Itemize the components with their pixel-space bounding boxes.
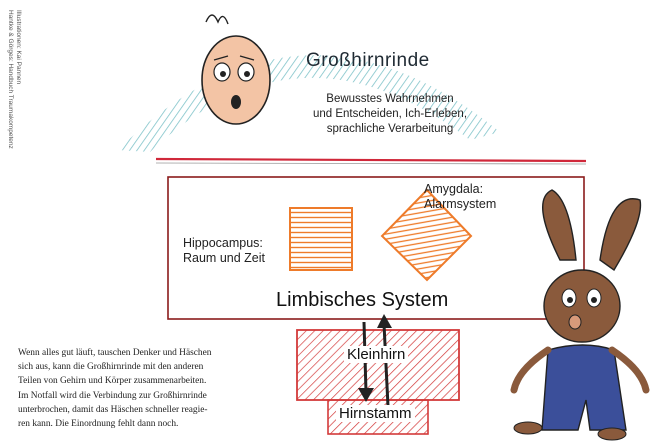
divider-gray bbox=[155, 162, 587, 165]
caption-line: Teilen von Gehirn und Körper zusammenarb… bbox=[18, 376, 207, 387]
caption-line: unterbrochen, damit das Häschen schnelle… bbox=[18, 404, 208, 415]
amygdala-label-line: Alarmsystem bbox=[424, 197, 497, 211]
cortex-desc-line: und Entscheiden, Ich-Erleben, bbox=[312, 108, 468, 120]
cortex-desc-line: sprachliche Verarbeitung bbox=[326, 123, 454, 135]
hippocampus-label: Hippocampus: Raum und Zeit bbox=[183, 236, 265, 266]
amygdala-label: Amygdala: Alarmsystem bbox=[424, 182, 496, 212]
hippocampus-label-line: Hippocampus: bbox=[183, 236, 263, 250]
caption-line: Im Notfall wird die Verbindung zur Großh… bbox=[18, 390, 207, 401]
caption-line: Wenn alles gut läuft, tauschen Denker un… bbox=[18, 348, 212, 358]
bunny-icon bbox=[510, 189, 650, 441]
kleinhirn-label: Kleinhirn bbox=[344, 346, 409, 363]
arrow-up-head bbox=[377, 314, 392, 328]
hippocampus-label-line: Raum und Zeit bbox=[183, 251, 265, 265]
credits: Hantke & Görges: Handbuch Traumakompeten… bbox=[4, 10, 32, 160]
amygdala-diamond bbox=[380, 188, 473, 282]
cortex-description: Bewusstes Wahrnehmen und Entscheiden, Ic… bbox=[300, 92, 480, 137]
credit-book: Hantke & Görges: Handbuch Traumakompeten… bbox=[7, 10, 14, 149]
hippocampus-square bbox=[289, 207, 353, 271]
limbic-title: Limbisches System bbox=[276, 289, 449, 311]
credit-illustrator: Illustrationen: Kai Pannen bbox=[15, 10, 22, 85]
amygdala-label-line: Amygdala: bbox=[424, 182, 484, 196]
thinker-head-icon bbox=[201, 14, 271, 125]
cortex-arc bbox=[118, 55, 500, 152]
caption-line: sich aus, kann die Großhirnrinde mit den… bbox=[18, 362, 204, 373]
cortex-title: Großhirnrinde bbox=[306, 50, 430, 71]
cortex-desc-line: Bewusstes Wahrnehmen bbox=[326, 93, 454, 105]
arrow-down-head bbox=[358, 388, 374, 402]
caption-text: Wenn alles gut läuft, tauschen Denker un… bbox=[18, 346, 270, 431]
divider-red bbox=[155, 157, 587, 163]
kleinhirn-box bbox=[296, 329, 460, 401]
arrow-up-shaft bbox=[382, 323, 390, 407]
hirnstamm-label: Hirnstamm bbox=[336, 405, 415, 422]
caption-line: ren kann. Die Einordnung fehlt dann noch… bbox=[18, 419, 179, 430]
limbic-box bbox=[167, 176, 585, 320]
